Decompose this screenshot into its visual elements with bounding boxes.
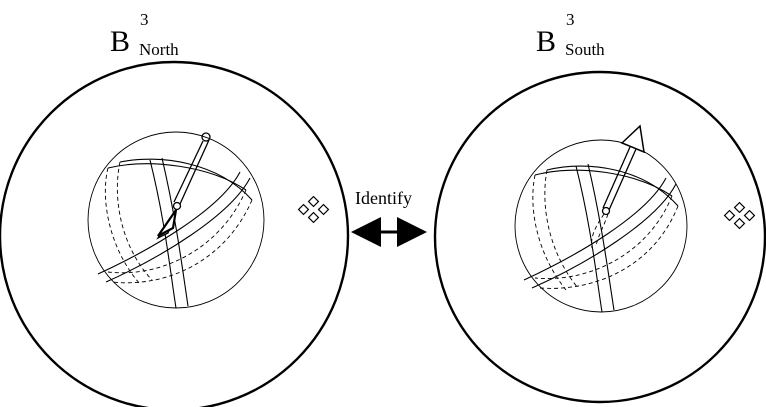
north-outer-circle xyxy=(0,60,350,407)
south-title-superscript: 3 xyxy=(566,10,575,29)
north-squares-icon xyxy=(297,195,330,224)
north-ball xyxy=(0,60,350,407)
south-title-subscript: South xyxy=(565,40,605,59)
north-visible-bands xyxy=(97,157,253,309)
north-arrow xyxy=(156,132,211,240)
identify-label: Identify xyxy=(355,188,412,208)
south-hidden-bands xyxy=(532,169,679,291)
south-outer-circle xyxy=(433,70,766,404)
south-visible-bands xyxy=(523,163,679,313)
north-title-subscript: North xyxy=(139,40,179,59)
south-arrow xyxy=(601,124,645,216)
north-title-base: B xyxy=(110,25,131,58)
north-title-superscript: 3 xyxy=(140,10,149,29)
south-title-base: B xyxy=(536,25,557,58)
south-squares-icon xyxy=(723,201,756,230)
south-ball xyxy=(433,70,766,404)
north-hidden-bands xyxy=(104,161,253,285)
north-inner-sphere xyxy=(87,131,265,309)
south-ball-title: B 3 South xyxy=(536,11,605,58)
north-ball-title: B 3 North xyxy=(110,11,179,58)
south-inner-sphere xyxy=(514,139,688,313)
